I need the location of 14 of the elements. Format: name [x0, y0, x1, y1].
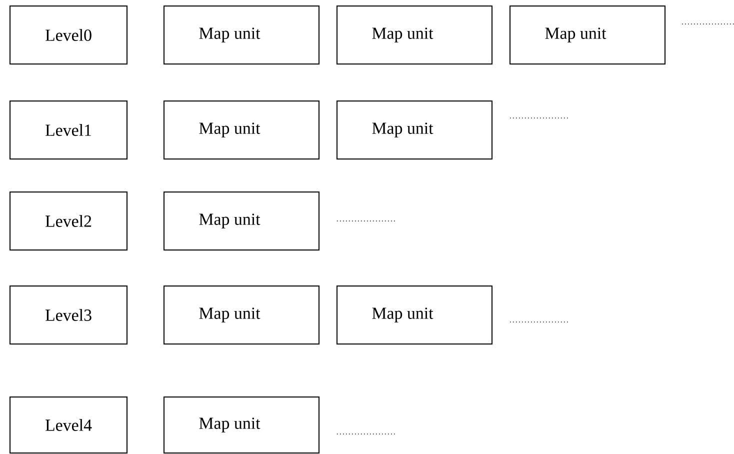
map-unit-box: Map unit	[164, 285, 320, 344]
map-unit-box: Map unit	[164, 396, 320, 454]
level-box: Level3	[10, 285, 128, 344]
level-box: Level0	[10, 6, 128, 64]
map-unit-box: Map unit	[336, 100, 492, 160]
map-unit-box: Map unit	[510, 6, 666, 64]
level-box: Level1	[10, 100, 128, 160]
map-unit-box: Map unit	[164, 100, 320, 160]
map-unit-box: Map unit	[336, 285, 492, 344]
level-box: Level2	[10, 191, 128, 250]
map-unit-box: Map unit	[164, 191, 320, 250]
level-box: Level4	[10, 396, 128, 454]
map-unit-box: Map unit	[164, 6, 320, 64]
map-unit-box: Map unit	[336, 6, 492, 64]
